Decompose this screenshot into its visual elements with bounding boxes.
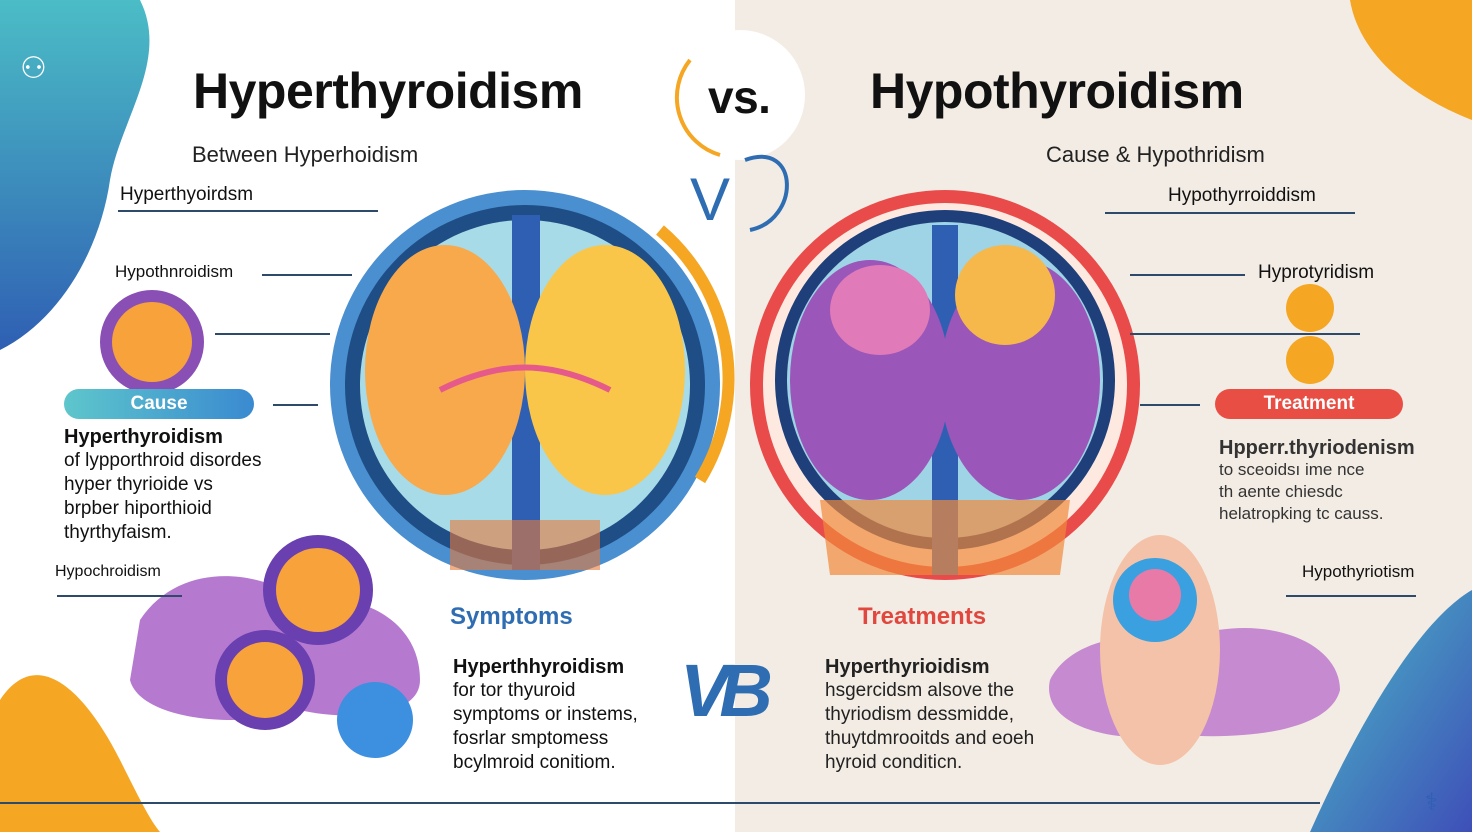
vs-label: vs.	[708, 71, 771, 123]
right-leader-3	[1130, 333, 1360, 335]
logo-icon: ⚇	[20, 52, 47, 85]
treatment-title: Hpperr.thyriodenism	[1219, 437, 1415, 459]
treatments-title: Hyperthyrioidism	[825, 656, 990, 678]
logo-icon-bottom: ⚕	[1425, 789, 1438, 816]
right-label-1: Hypothyrroiddism	[1168, 185, 1316, 206]
right-leader-4	[1140, 404, 1200, 406]
right-leader-5	[1286, 595, 1416, 597]
bottom-divider	[0, 802, 1320, 804]
right-label-2: Hyprotyridism	[1258, 262, 1375, 283]
left-label-1: Hyperthyoirdsm	[120, 184, 254, 205]
right-label-3: Hypothyriotism	[1302, 562, 1415, 581]
blob-bottom-left	[0, 675, 160, 832]
left-label-2: Hypothnroidism	[115, 262, 234, 281]
left-leader-4	[273, 404, 318, 406]
left-leader-2	[262, 274, 352, 276]
cell-icon-right-2	[1286, 336, 1334, 384]
cause-text: of lypporthroid disordes hyper thyrioide…	[64, 450, 262, 543]
right-leader-1	[1105, 212, 1355, 214]
treatment-text: to sceoidsı ime nce th aente chiesdc hel…	[1219, 460, 1384, 523]
treatments-heading: Treatments	[858, 603, 987, 630]
left-subtitle: Between Hyperhoidism	[192, 142, 419, 167]
blob-top-left	[0, 0, 150, 350]
vb-center-mark: VB	[680, 649, 773, 732]
vs-circle	[675, 30, 805, 160]
left-title: Hyperthyroidism	[193, 63, 583, 119]
blob-bottom-right	[1310, 590, 1472, 832]
symptoms-title: Hyperthhyroidism	[453, 656, 625, 678]
cell-icon-right-1	[1286, 284, 1334, 332]
symptoms-heading: Symptoms	[450, 603, 573, 630]
treatment-pill: Treatment	[1215, 389, 1403, 419]
left-leader-3	[215, 333, 330, 335]
left-leader-1	[118, 210, 378, 212]
right-leader-2	[1130, 274, 1245, 276]
hyperthyroid-illustration	[330, 190, 735, 580]
symptoms-text: for tor thyuroid symptoms or instems, fo…	[453, 680, 638, 773]
right-title: Hypothyroidism	[870, 63, 1244, 119]
left-leader-5	[57, 595, 182, 597]
cause-pill: Cause	[64, 389, 254, 419]
vs-outline-mark: V	[690, 166, 730, 233]
left-label-3: Hypochroidism	[55, 563, 161, 580]
blob-top-right	[1350, 0, 1472, 120]
right-subtitle: Cause & Hypothridism	[1046, 142, 1265, 167]
cause-title: Hyperthyroidism	[64, 426, 223, 448]
treatments-text: hsgercidsm alsove the thyriodism dessmid…	[825, 680, 1035, 773]
hypothyroid-illustration	[750, 190, 1140, 580]
